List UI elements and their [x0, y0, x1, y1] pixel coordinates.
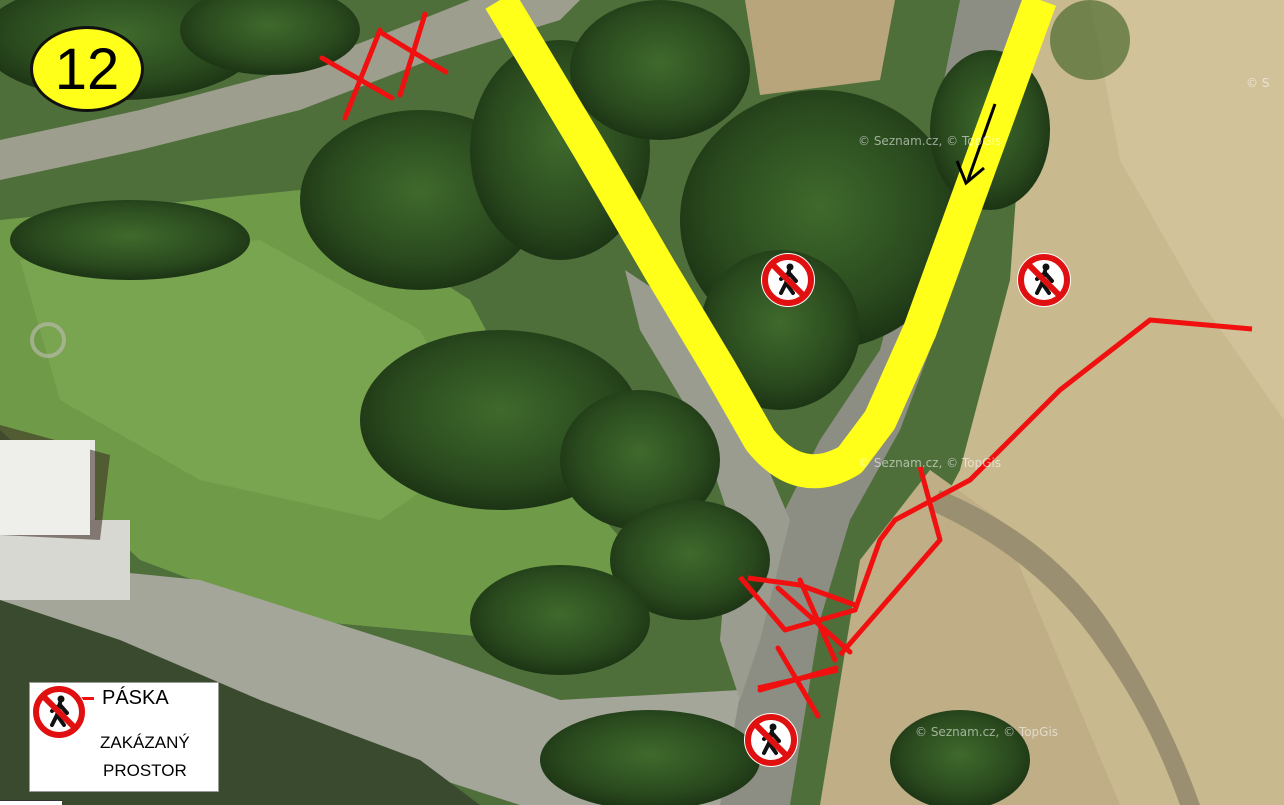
- no-pedestrian-icon: [30, 683, 88, 741]
- no-pedestrian-icon: [761, 253, 815, 307]
- legend-tape-label: PÁSKA: [102, 687, 169, 709]
- red-x-icon: [775, 577, 853, 663]
- arrow-down-left-icon: [955, 103, 997, 186]
- legend-no-entry-label: ZAKÁZANÝ PROSTOR: [100, 729, 190, 785]
- route-line: [485, 0, 1056, 489]
- map-legend: X PÁSKA ZAKÁZANÝ PROSTOR: [29, 682, 219, 792]
- map-watermark: © Seznam.cz, © TopGis: [858, 456, 1002, 470]
- scale-bar: [0, 800, 62, 805]
- map-watermark: © S: [1246, 76, 1270, 90]
- no-pedestrian-icon: [744, 713, 798, 767]
- stage-number-badge: 12: [30, 26, 144, 112]
- map-watermark: © Seznam.cz, © TopGis: [858, 134, 1002, 148]
- no-pedestrian-icon: [1017, 253, 1071, 307]
- red-x-icon: [319, 11, 449, 121]
- map-watermark: © Seznam.cz, © TopGis: [915, 725, 1059, 739]
- legend-no-entry-line2: PROSTOR: [102, 761, 187, 780]
- legend-no-entry-line1: ZAKÁZANÝ: [100, 733, 190, 752]
- red-x-icon: [757, 645, 839, 719]
